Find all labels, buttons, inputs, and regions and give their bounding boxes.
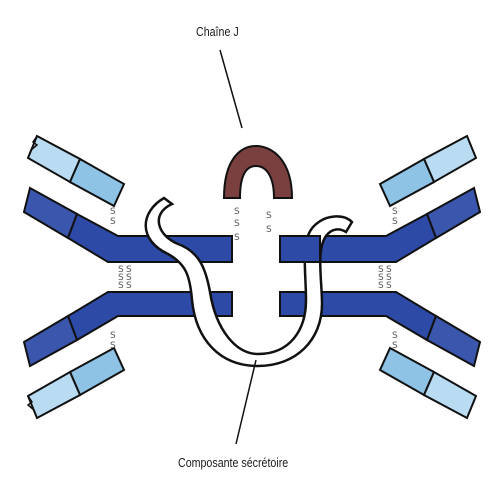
disulfide-s: S [392,217,398,227]
heavy-chain-lower-left [22,291,233,368]
light-chain-lower-left [26,346,126,420]
disulfide-s: S [118,273,124,283]
disulfide-s: S [234,233,240,243]
disulfide-s: S [392,341,398,351]
secretory-component [144,196,354,368]
disulfide-s: S [234,207,240,217]
disulfide-s: S [110,331,116,341]
disulfide-s: S [378,281,384,291]
light-chain-upper-left [26,134,126,208]
disulfide-s: S [234,219,240,229]
disulfide-s: S [386,281,392,291]
disulfide-bonds: S S S S S S S S S S S S S S S S S S S S … [110,207,398,351]
disulfide-s: S [378,265,384,275]
disulfide-s: S [110,341,116,351]
light-chain-lower-right [378,346,478,420]
j-chain-label: Chaîne J [196,24,239,39]
disulfide-s: S [266,225,272,235]
disulfide-s: S [392,207,398,217]
j-chain-pointer [219,49,243,129]
j-chain [222,144,294,199]
disulfide-s: S [118,281,124,291]
disulfide-s: S [386,273,392,283]
disulfide-s: S [118,265,124,275]
disulfide-s: S [126,281,132,291]
disulfide-s: S [392,331,398,341]
secretory-component-pointer [235,359,257,445]
heavy-chain-upper-left [22,186,233,263]
disulfide-s: S [386,265,392,275]
secretory-component-label: Composante sécrétoire [178,455,289,470]
disulfide-s: S [110,207,116,217]
disulfide-s: S [126,273,132,283]
disulfide-s: S [110,217,116,227]
light-chain-upper-right [378,134,478,208]
disulfide-s: S [126,265,132,275]
disulfide-s: S [378,273,384,283]
disulfide-s: S [266,211,272,221]
